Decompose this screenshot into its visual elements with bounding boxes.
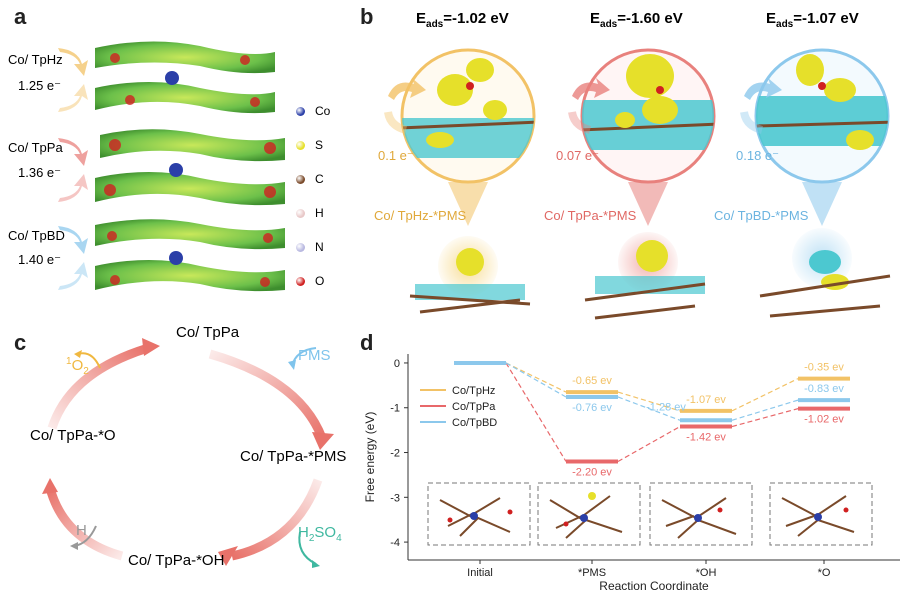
x-tick-label: Initial bbox=[467, 567, 493, 579]
x-tick-label: *O bbox=[818, 567, 831, 579]
legend-dot-n bbox=[296, 243, 305, 252]
y-tick-label: -1 bbox=[390, 403, 400, 415]
legend-item-c: C bbox=[296, 162, 346, 196]
y-axis-label: Free energy (eV) bbox=[363, 412, 377, 503]
tpbd-transfer: 0.18 e⁻ bbox=[736, 148, 779, 164]
energy-value-label: -2.20 ev bbox=[572, 466, 612, 478]
tpbd-charge: 1.40 e⁻ bbox=[18, 252, 61, 268]
legend-label: S bbox=[315, 138, 323, 152]
legend-item-s: S bbox=[296, 128, 346, 162]
energy-value-label: -0.83 ev bbox=[804, 383, 844, 395]
energy-value-label: -0.65 ev bbox=[572, 375, 612, 387]
tphz-pms-label: Co/ TpHz-*PMS bbox=[374, 208, 466, 223]
energy-value-label: -1.28 ev bbox=[646, 401, 686, 413]
legend-dot-h bbox=[296, 209, 305, 218]
x-tick-label: *OH bbox=[696, 567, 717, 579]
x-tick-label: *PMS bbox=[578, 567, 606, 579]
legend-label: H bbox=[315, 206, 324, 220]
cycle-node-top: Co/ TpPa bbox=[176, 324, 239, 341]
legend-item-co: Co bbox=[296, 94, 346, 128]
tppa-transfer: 0.07 e⁻ bbox=[556, 148, 599, 164]
legend-item-n: N bbox=[296, 230, 346, 264]
tppa-eads: Eads=-1.60 eV bbox=[590, 10, 683, 30]
tphz-label: Co/ TpHz bbox=[8, 52, 63, 67]
energy-connector bbox=[618, 427, 680, 462]
legend-label: Co/TpHz bbox=[452, 385, 495, 397]
tpbd-pms-label: Co/ TpBD-*PMS bbox=[714, 208, 808, 223]
legend-label: O bbox=[315, 274, 324, 288]
singlet-oxygen-species: 1O2 bbox=[66, 356, 89, 377]
tpbd-structure bbox=[95, 219, 285, 291]
cycle-arc-top-right bbox=[210, 354, 322, 438]
legend-label: C bbox=[315, 172, 324, 186]
cycle-node-left: Co/ TpPa-*O bbox=[30, 427, 116, 444]
legend-label: Co bbox=[315, 104, 330, 118]
tphz-charge: 1.25 e⁻ bbox=[18, 78, 61, 94]
hydrogen-species: H bbox=[76, 522, 87, 539]
y-tick-label: 0 bbox=[394, 358, 400, 370]
pms-species: PMS bbox=[298, 347, 331, 364]
legend-label: Co/TpPa bbox=[452, 401, 496, 413]
y-tick-label: -3 bbox=[390, 492, 400, 504]
legend-item-h: H bbox=[296, 196, 346, 230]
panel-b bbox=[360, 0, 918, 330]
tppa-structure bbox=[95, 129, 285, 205]
tphz-eads: Eads=-1.02 eV bbox=[416, 10, 509, 30]
y-tick-label: -4 bbox=[390, 537, 400, 549]
legend-label: N bbox=[315, 240, 324, 254]
legend-dot-co bbox=[296, 107, 305, 116]
legend-label: Co/TpBD bbox=[452, 417, 497, 429]
h2so4-species: H2SO4 bbox=[298, 524, 342, 544]
tphz-structure bbox=[95, 41, 275, 113]
energy-value-label: -1.07 ev bbox=[686, 394, 726, 406]
tphz-transfer: 0.1 e⁻ bbox=[378, 148, 414, 164]
cycle-node-bottom: Co/ TpPa-*OH bbox=[128, 552, 224, 569]
energy-value-label: -1.02 ev bbox=[804, 414, 844, 426]
tppa-label: Co/ TpPa bbox=[8, 140, 63, 155]
legend-item-o: O bbox=[296, 264, 346, 298]
energy-connector bbox=[732, 379, 798, 411]
tppa-charge: 1.36 e⁻ bbox=[18, 165, 61, 181]
legend-dot-o bbox=[296, 277, 305, 286]
tpbd-label: Co/ TpBD bbox=[8, 228, 65, 243]
y-tick-label: -2 bbox=[390, 448, 400, 460]
x-axis-label: Reaction Coordinate bbox=[599, 579, 709, 591]
tpbd-eads: Eads=-1.07 eV bbox=[766, 10, 859, 30]
tppa-pms-label: Co/ TpPa-*PMS bbox=[544, 208, 636, 223]
energy-value-label: -0.35 ev bbox=[804, 362, 844, 374]
cycle-node-right: Co/ TpPa-*PMS bbox=[240, 448, 346, 465]
cycle-arc-bottom-right bbox=[232, 480, 318, 556]
energy-value-label: -1.42 ev bbox=[686, 432, 726, 444]
structure-thumbnails bbox=[428, 483, 872, 545]
legend-dot-c bbox=[296, 175, 305, 184]
energy-connector bbox=[506, 363, 566, 397]
legend-dot-s bbox=[296, 141, 305, 150]
energy-value-label: -0.76 ev bbox=[572, 402, 612, 414]
